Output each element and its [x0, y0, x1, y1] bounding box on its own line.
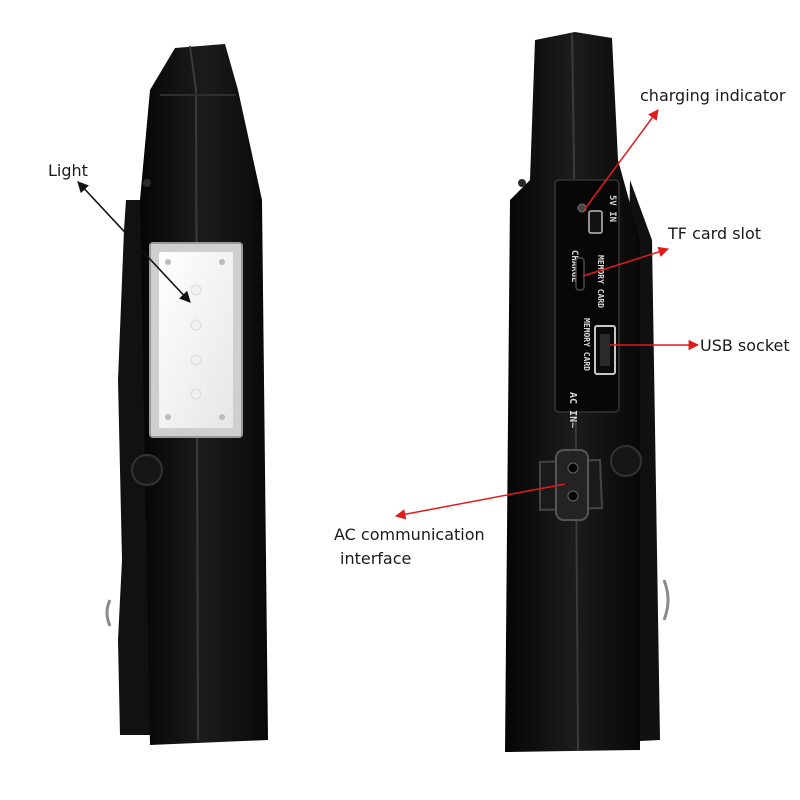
memory-card-marking-2: MEMORY CARD	[582, 318, 591, 371]
usb-socket-tongue	[600, 334, 610, 366]
lamp-screw	[219, 259, 225, 265]
tf-card-slot-label: TF card slot	[667, 224, 761, 243]
charging-indicator-label: charging indicator	[640, 86, 786, 105]
left-device-knob	[131, 454, 163, 486]
left-device	[105, 44, 268, 745]
led-dot	[190, 284, 202, 296]
right-device-knob	[610, 445, 642, 477]
led-light-panel	[149, 242, 243, 438]
right-device-seam	[571, 33, 579, 751]
left-strap-ring	[105, 599, 112, 627]
usb-socket-label: USB socket	[700, 336, 790, 355]
right-strap-ring	[662, 579, 670, 621]
left-device-screw	[143, 179, 151, 187]
ac-interface-arrow	[394, 483, 566, 520]
ac-interface-label-line2: interface	[340, 549, 411, 568]
right-device-screw	[518, 179, 526, 187]
tf-card-slot	[575, 257, 585, 291]
led-dot	[190, 319, 202, 331]
ac-in-marking: AC IN~	[567, 392, 578, 428]
tf-card-slot-arrow	[582, 246, 670, 277]
lamp-screw	[165, 259, 171, 265]
mini-usb-port	[588, 210, 603, 234]
lamp-lens	[159, 252, 233, 428]
charging-indicator-arrow	[583, 109, 659, 211]
light-callout-arrow	[77, 181, 191, 303]
lamp-screw	[219, 414, 225, 420]
light-label: Light	[48, 161, 88, 180]
lamp-screw	[165, 414, 171, 420]
led-dot	[190, 388, 202, 400]
ac-connector	[539, 449, 604, 521]
right-device: CHARGE 5V IN MEMORY CARD MEMORY CARD AC …	[505, 32, 670, 752]
left-device-seam	[189, 45, 199, 741]
charge-marking: CHARGE	[569, 250, 579, 283]
memory-card-marking: MEMORY CARD	[596, 255, 605, 308]
led-dot	[190, 354, 202, 366]
ac-interface-label-line1: AC communication	[334, 525, 485, 544]
five-v-in-marking: 5V IN	[607, 195, 617, 222]
